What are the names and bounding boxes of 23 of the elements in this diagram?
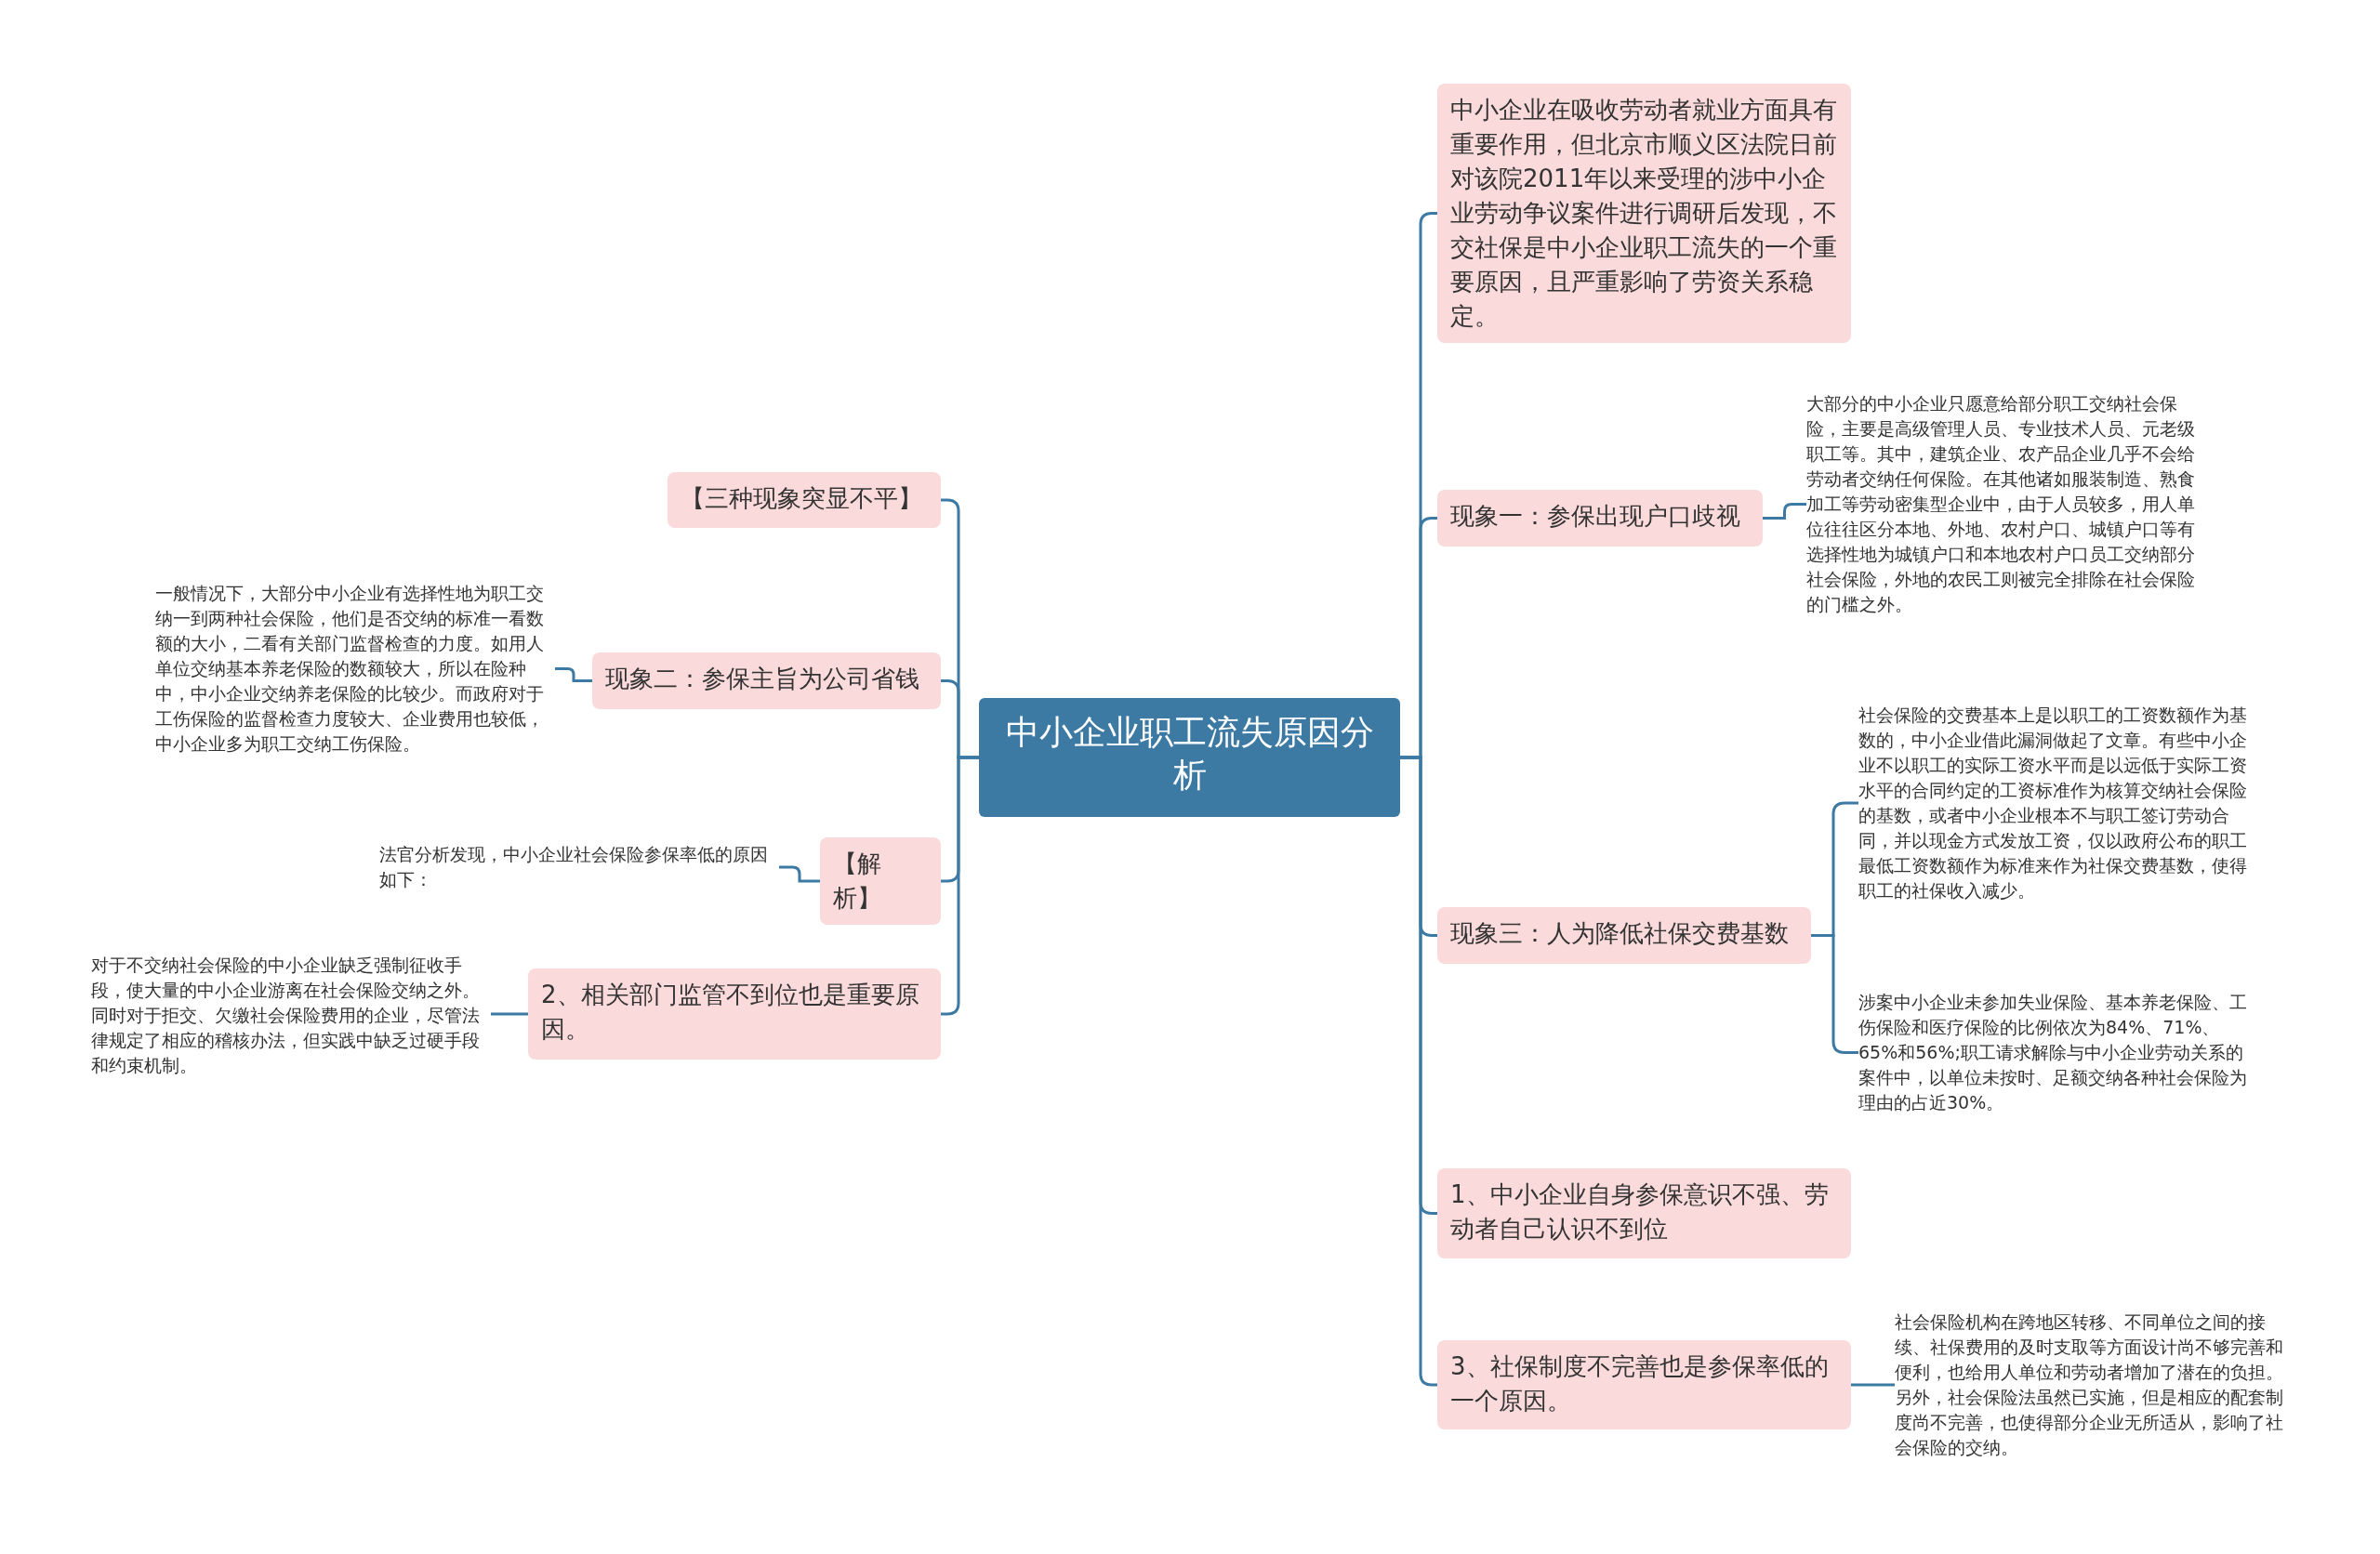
note-text: 涉案中小企业未参加失业保险、基本养老保险、工伤保险和医疗保险的比例依次为84%、71%、65%和56%;职工请求解除与中小企业劳动关系的案件中，以单位未按时、足额交纳各种社会保险为理由的占近30%。 — [1858, 990, 2258, 1115]
connector-line — [941, 756, 979, 1016]
note-text: 社会保险机构在跨地区转移、不同单位之间的接续、社保费用的及时支取等方面设计尚不够完善和便利，也给用人单位和劳动者增加了潜在的负担。另外，社会保险法虽然已实施，但是相应的配套制度尚不完善，也使得部分企业无所适从，影响了社会保险的交纳。 — [1895, 1310, 2294, 1460]
note-text: 社会保险的交费基本上是以职工的工资数额作为基数的，中小企业借此漏洞做起了文章。有些中小企业不以职工的实际工资水平而是以远低于实际工资水平的合同约定的工资标准作为核算交纳社会保险的基数，或者中小企业根本不与职工签订劳动合同，并以现金方式发放工资，仅以政府公布的职工最低工资数额作为标准来作为社保交费基数，使得职工的社保收入减少。 — [1858, 703, 2258, 903]
note-text: 对于不交纳社会保险的中小企业缺乏强制征收手段，使大量的中小企业游离在社会保险交纳之外。同时对于拒交、欠缴社会保险费用的企业，尽管法律规定了相应的稽核办法，但实践中缺乏过硬手段和约束机制。 — [91, 953, 491, 1078]
topic-box: 1、中小企业自身参保意识不强、劳动者自己认识不到位 — [1437, 1168, 1851, 1258]
topic-box: 3、社保制度不完善也是参保率低的一个原因。 — [1437, 1340, 1851, 1429]
topic-box: 中小企业在吸收劳动者就业方面具有重要作用，但北京市顺义区法院日前对该院2011年以来受理的涉中小企业劳动争议案件进行调研后发现，不交社保是中小企业职工流失的一个重要原因，且严重影响了劳资关系稳定。 — [1437, 84, 1851, 343]
connector-line — [779, 865, 820, 883]
connector-line — [555, 667, 592, 682]
topic-box: 现象二：参保主旨为公司省钱 — [592, 652, 941, 709]
connector-line — [491, 1012, 528, 1016]
topic-box: 2、相关部门监管不到位也是重要原因。 — [528, 968, 941, 1060]
topic-box: 【三种现象突显不平】 — [668, 472, 941, 528]
topic-box: 现象三：人为降低社保交费基数 — [1437, 907, 1811, 964]
topic-box: 【解析】 — [820, 837, 941, 925]
note-text: 大部分的中小企业只愿意给部分职工交纳社会保险，主要是高级管理人员、专业技术人员、元老级职工等。其中，建筑企业、农产品企业几乎不会给劳动者交纳任何保险。在其他诸如服装制造、熟食加工等劳动密集型企业中，由于人员较多，用人单位往往区分本地、外地、农村户口、城镇户口等有选择性地为城镇户口和本地农村户口员工交纳部分社会保险，外地的农民工则被完全排除在社会保险的门槛之外。 — [1806, 391, 2206, 617]
central-topic-box: 中小企业职工流失原因分析 — [979, 698, 1400, 817]
note-text: 法官分析发现，中小企业社会保险参保率低的原因如下： — [379, 842, 779, 892]
connector-line — [1851, 1383, 1895, 1387]
connector-line — [1763, 503, 1806, 520]
note-text: 一般情况下，大部分中小企业有选择性地为职工交纳一到两种社会保险，他们是否交纳的标准一看数额的大小，二看有关部门监督检查的力度。如用人单位交纳基本养老保险的数额较大，所以在险种中，中小企业交纳养老保险的比较少。而政府对于工伤保险的监督检查力度较大、企业费用也较低，中小企业多为职工交纳工伤保险。 — [155, 581, 555, 757]
topic-box: 现象一：参保出现户口歧视 — [1437, 490, 1763, 547]
